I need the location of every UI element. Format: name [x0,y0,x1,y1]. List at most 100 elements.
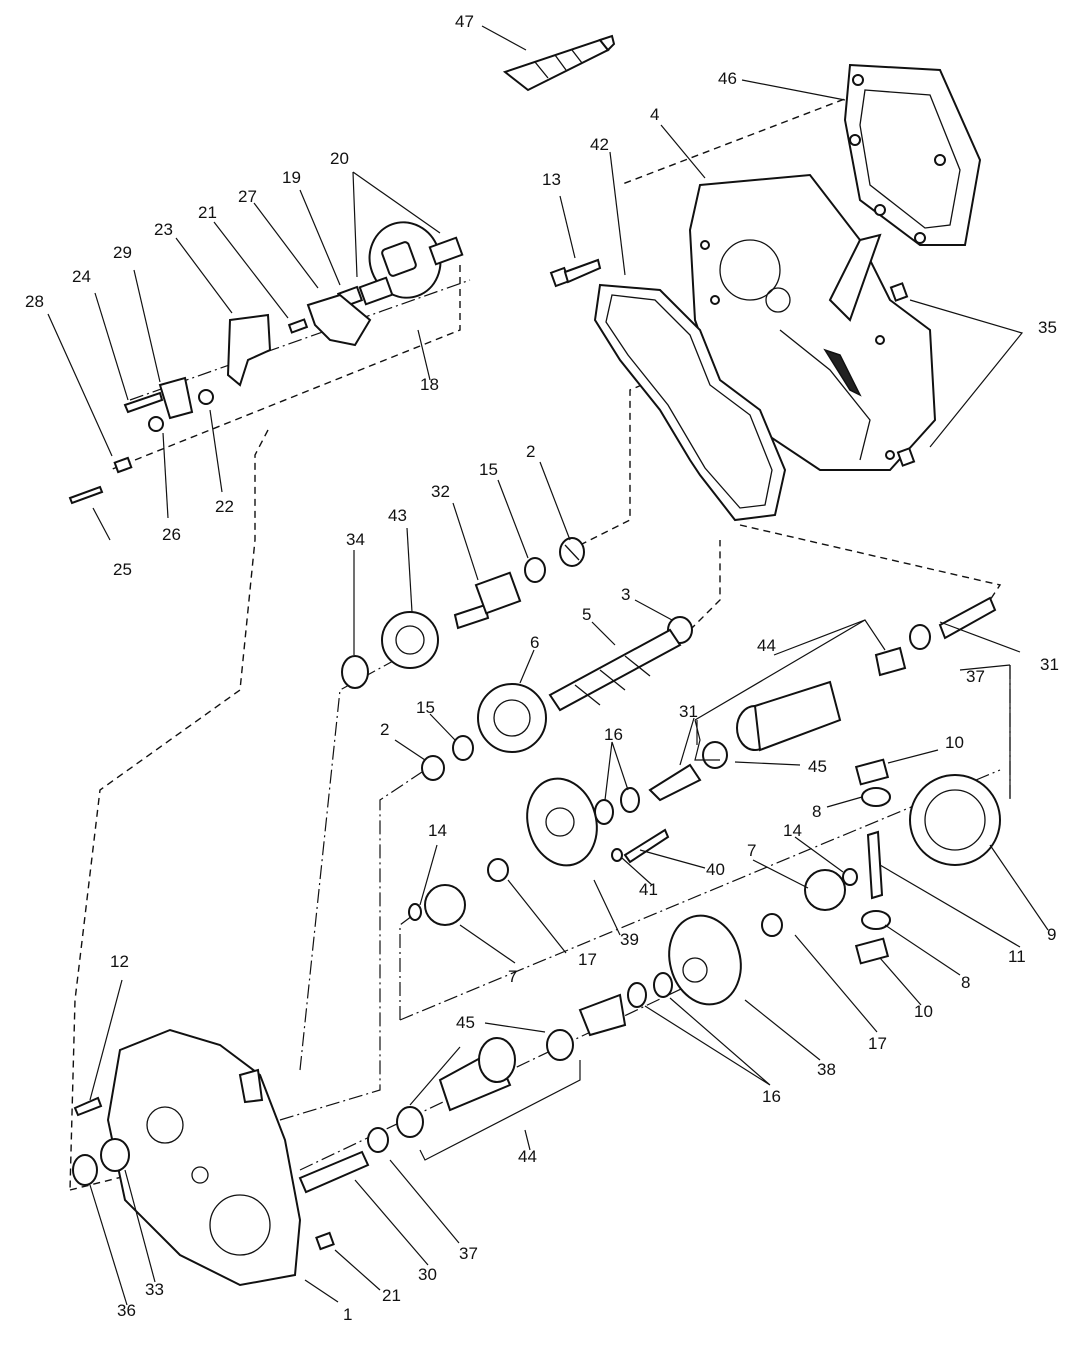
part-27-fork [306,293,372,347]
part-8-gear-upper [861,787,891,807]
label-5: 5 [582,605,591,624]
label-15-upper: 15 [479,460,498,479]
part-22-washer [198,389,214,405]
part-25-cotter [68,485,104,505]
label-19: 19 [282,168,301,187]
part-15-washer-lower [452,735,474,761]
part-36-seal [72,1154,98,1186]
label-37-upper: 37 [966,667,985,686]
part-10-block-upper [854,758,890,786]
part-44-sleeve-lower [438,1037,516,1112]
label-45-upper: 45 [808,757,827,776]
label-7-left: 7 [508,967,517,986]
part-31-shaft-lower [578,993,627,1037]
part-9-ring-gear [909,774,1001,866]
label-42: 42 [590,135,609,154]
part-5-spline-shaft [548,628,682,712]
label-10-upper: 10 [945,733,964,752]
label-44-upper: 44 [757,636,776,655]
label-23: 23 [154,220,173,239]
part-17-washer-right [761,913,783,937]
part-43-gear [381,611,439,669]
label-44-lower: 44 [518,1147,537,1166]
part-12-screw [73,1096,103,1117]
label-35: 35 [1038,318,1057,337]
leader-lines [47,25,1049,1306]
label-37-lower: 37 [459,1244,478,1263]
label-27: 27 [238,187,257,206]
label-36: 36 [117,1301,136,1320]
label-2-lower: 2 [380,720,389,739]
label-9: 9 [1047,925,1056,944]
label-21-upper: 21 [198,203,217,222]
part-2-bearing-lower [421,755,445,781]
part-21-pin-upper [287,318,309,334]
label-22: 22 [215,497,234,516]
part-7-bevel-gear-left [424,884,466,926]
part-17-washer-left [487,858,509,882]
label-12: 12 [110,952,129,971]
label-31-mid: 31 [679,702,698,721]
label-14-right: 14 [783,821,802,840]
part-4-housing [688,173,937,471]
part-16-washers-upper [594,787,640,825]
part-29-plate [158,376,194,420]
part-42-gasket [593,283,787,522]
part-33-bearing [100,1138,130,1172]
part-14-ring-right [842,868,858,886]
label-29: 29 [113,243,132,262]
part-28-pin [113,456,133,474]
label-45-lower: 45 [456,1013,475,1032]
label-40: 40 [706,860,725,879]
label-38: 38 [817,1060,836,1079]
part-15-washer-upper [524,557,546,583]
label-15-lower: 15 [416,698,435,717]
label-26: 26 [162,525,181,544]
part-44-sleeve-upper [736,680,842,752]
label-6: 6 [530,633,539,652]
label-24: 24 [72,267,91,286]
part-45-bushing-lower-left [396,1106,424,1138]
label-25: 25 [113,560,132,579]
part-38-hub [668,914,742,1006]
part-34-washer [341,655,369,689]
part-2-bearing-upper [559,537,585,567]
label-41: 41 [639,880,658,899]
label-28: 28 [25,292,44,311]
label-4: 4 [650,105,659,124]
label-18: 18 [420,375,439,394]
part-46-cover-plate [843,63,982,246]
part-10-block-lower [854,937,890,965]
part-41-washer [611,848,623,862]
part-11-pin [866,830,884,900]
part-31-shaft-mid [648,763,702,802]
label-16-lower: 16 [762,1087,781,1106]
label-3: 3 [621,585,630,604]
part-14-ring-left [408,903,422,921]
label-46: 46 [718,69,737,88]
label-7-right: 7 [747,841,756,860]
label-16-upper: 16 [604,725,623,744]
label-14-left: 14 [428,821,447,840]
part-37-ring-upper [909,624,931,650]
part-40-bolt [623,828,670,864]
part-1-case [106,1028,302,1287]
label-34: 34 [346,530,365,549]
label-8-upper: 8 [812,802,821,821]
part-16-washers-lower [627,972,673,1008]
part-23-bracket [226,313,272,387]
part-8-gear-lower [861,910,891,930]
part-39-hub [526,777,598,867]
part-13-bolt [549,258,602,288]
part-24-screw [123,391,164,414]
part-26-nut [148,416,164,432]
part-6-gear [477,683,547,753]
part-7-bevel-gear-right [804,869,846,911]
part-30-pin [298,1150,370,1194]
label-1: 1 [343,1305,352,1324]
label-2-upper: 2 [526,442,535,461]
part-number-labels: 47 46 4 42 13 35 20 19 27 21 23 29 24 28… [25,12,1059,1324]
part-20-pads [358,236,464,306]
part-21-pin-lower [315,1231,335,1251]
